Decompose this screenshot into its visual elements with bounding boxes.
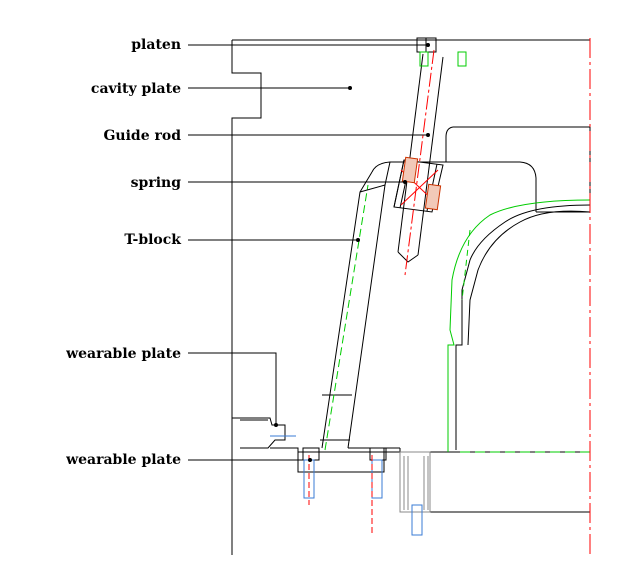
- bolts: [270, 435, 423, 536]
- red-centerlines: [308, 38, 591, 555]
- slide-core: [455, 204, 591, 450]
- wearable-plate-upper-part: [232, 417, 286, 449]
- leader-dots: [274, 43, 430, 462]
- leader-lines: [188, 44, 428, 461]
- label-cavity-plate: cavity plate: [90, 81, 181, 97]
- guide-rod: [397, 37, 444, 263]
- label-platen: platen: [131, 37, 181, 53]
- spring-ends: [401, 156, 442, 211]
- hatched-insert: [399, 451, 431, 513]
- label-guide-rod: Guide rod: [103, 128, 181, 144]
- label-t-block: T-block: [124, 232, 181, 248]
- green-phantom-lines: [324, 51, 591, 453]
- label-spring: spring: [130, 175, 181, 191]
- platen-outline: [231, 39, 590, 555]
- label-wearable-plate-lower: wearable plate: [66, 452, 181, 468]
- t-block: [320, 161, 400, 449]
- label-wearable-plate-upper: wearable plate: [66, 346, 181, 362]
- leader-wearable-plate-upper: [188, 352, 277, 425]
